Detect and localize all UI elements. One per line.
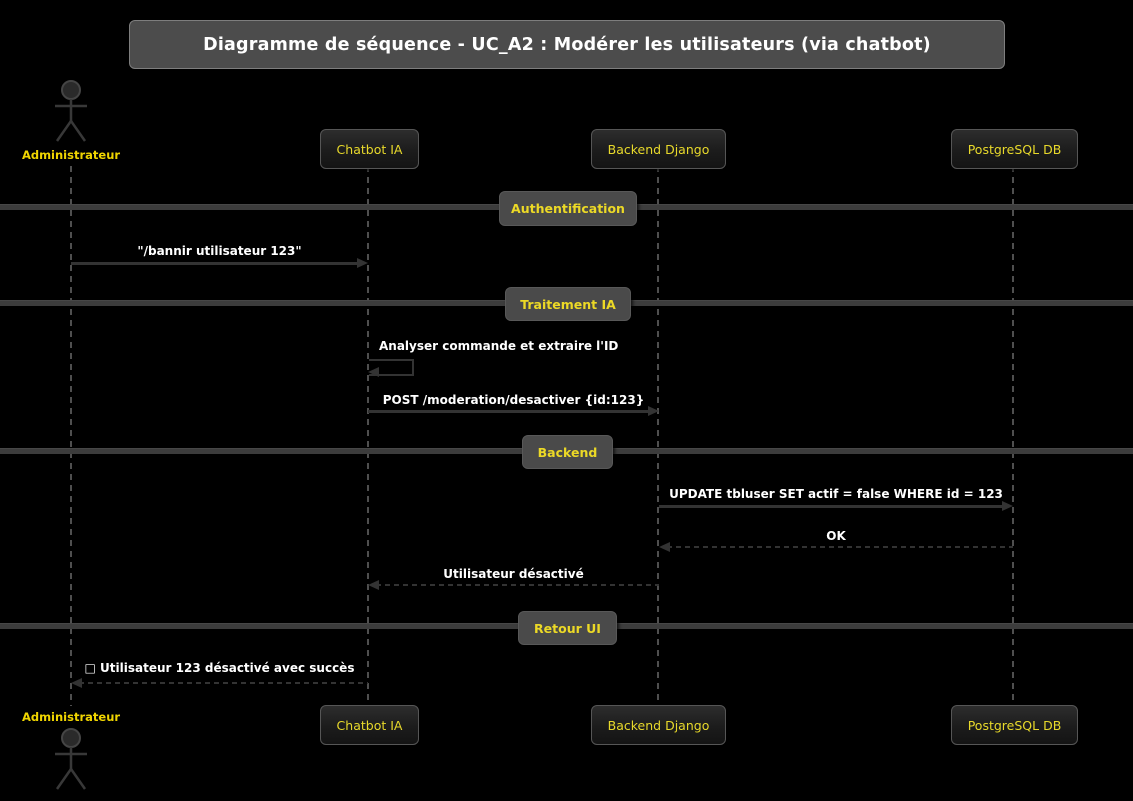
message-arrow [71,258,368,268]
actor-icon [51,79,91,145]
return-arrow [659,542,1013,552]
participant-label: Chatbot IA [336,141,403,157]
arrow-head-left-icon [368,580,379,590]
lifeline-backend-django [657,166,659,706]
arrow-head-right-icon [1002,501,1013,511]
actor-label-bottom: Administrateur [21,710,121,724]
divider-traitement-ia: Traitement IA [505,287,631,321]
divider-label-text: Traitement IA [520,296,616,312]
message-arrow [659,501,1013,511]
participant-chatbot-ia-top: Chatbot IA [320,129,419,169]
participant-postgresql-db-bottom: PostgreSQL DB [951,705,1078,745]
arrow-head-left-icon [368,367,379,377]
arrow-line [369,359,414,376]
actor-label-top: Administrateur [21,148,121,162]
lifeline-chatbot-ia [367,166,369,706]
divider-label-text: Authentification [511,201,625,216]
participant-label: Backend Django [607,717,710,733]
message-update-tbluser: UPDATE tbluser SET actif = false WHERE i… [669,487,1003,501]
return-arrow [71,678,368,688]
arrow-line [376,584,659,586]
message-bannir-utilisateur: "/bannir utilisateur 123" [137,244,302,258]
arrow-head-right-icon [357,258,368,268]
message-utilisateur-desactive: Utilisateur désactivé [443,567,584,581]
diagram-title: Diagramme de séquence - UC_A2 : Modérer … [129,20,1005,69]
participant-label: PostgreSQL DB [967,717,1062,733]
divider-label-text: Backend [537,444,598,460]
message-analyser-commande: Analyser commande et extraire l'ID [379,339,619,353]
arrow-head-left-icon [659,542,670,552]
lifeline-administrateur [70,166,72,706]
diagram-title-text: Diagramme de séquence - UC_A2 : Modérer … [203,34,931,55]
participant-label: PostgreSQL DB [967,141,1062,157]
participant-backend-django-bottom: Backend Django [591,705,726,745]
divider-retour-ui: Retour UI [518,611,617,645]
participant-label: Backend Django [607,141,710,157]
arrow-line [79,682,368,684]
arrow-line [368,409,652,413]
return-arrow [368,580,659,590]
lifeline-postgresql-db [1012,166,1014,706]
divider-label-text: Retour UI [534,620,601,636]
actor-icon [51,727,91,793]
divider-backend: Backend [522,435,613,469]
arrow-head-right-icon [648,406,659,416]
participant-backend-django-top: Backend Django [591,129,726,169]
self-message-arrow [368,359,414,377]
message-arrow [368,406,659,416]
participant-label: Chatbot IA [336,717,403,733]
arrow-line [659,504,1006,508]
participant-postgresql-db-top: PostgreSQL DB [951,129,1078,169]
message-succes: □ Utilisateur 123 désactivé avec succès [84,661,355,675]
participant-chatbot-ia-bottom: Chatbot IA [320,705,419,745]
arrow-line [71,261,361,265]
arrow-head-left-icon [71,678,82,688]
message-post-moderation: POST /moderation/desactiver {id:123} [382,393,645,407]
divider-authentification: Authentification [499,191,637,226]
arrow-line [667,546,1013,548]
message-ok: OK [826,529,846,543]
